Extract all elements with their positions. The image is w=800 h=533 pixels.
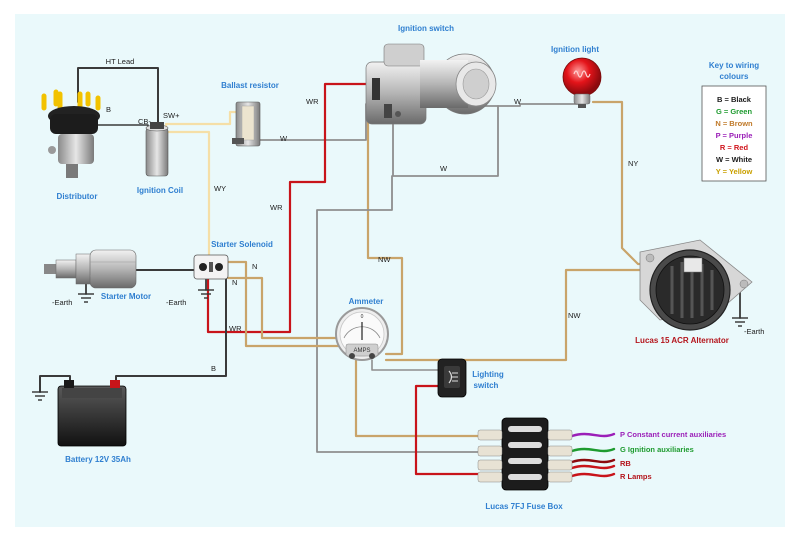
ammeter-zero: 0 [361,314,364,320]
label-starter-solenoid: Starter Solenoid [211,240,273,249]
starter-motor [44,249,137,289]
wire-label-wy: WY [214,184,226,193]
colour-key-box [701,85,767,182]
wire-ny [591,100,692,266]
alternator [639,239,753,331]
wire-label-wr-2: WR [270,203,283,212]
key-entry: R = Red [720,143,749,152]
key-entry: N = Brown [715,119,753,128]
wire-label-n-1: N [252,262,257,271]
wire-lighting-red [414,384,480,476]
wire-label-n-2: N [232,278,237,287]
earth-symbol-solenoid [198,289,214,299]
label-distributor: Distributor [57,192,98,201]
ignition-switch [365,43,497,125]
wire-out-red1 [570,464,616,470]
wire-ammeter-lighting [371,359,439,371]
ammeter [335,307,389,361]
label-ignition-switch: Ignition switch [398,24,454,33]
wire-wr [206,82,372,334]
label-earth-alternator: -Earth [744,327,764,336]
label-alternator: Lucas 15 ACR Alternator [635,336,729,345]
label-starter-motor: Starter Motor [101,292,151,301]
distributor [41,89,101,178]
wire-label-ht-lead: HT Lead [106,57,135,66]
wire-label-ny: NY [628,159,638,168]
wire-label-nw-2: NW [568,311,581,320]
wire-label-w-3: W [440,164,448,173]
earth-symbol-starter [78,293,94,303]
wire-ht-lead [77,67,159,129]
wire-wy [164,130,211,260]
label-earth-solenoid: -Earth [166,298,186,307]
wire-label-b-dist: B [106,105,111,114]
fuse-output-label: P Constant current auxiliaries [620,430,726,439]
component-labels: Ignition switch Ignition light Ballast r… [52,24,764,511]
ballast-resistor [232,101,261,147]
wire-label-sw: SW+ [163,111,180,120]
ignition-coil [145,122,169,177]
colour-key: Key to wiring colours B = Black G = Gree… [709,61,759,176]
wire-label-w-2: W [514,97,522,106]
wire-label-wr-1: WR [306,97,319,106]
wire-label-wr-3: WR [229,324,242,333]
label-ammeter: Ammeter [349,297,384,306]
key-entry: W = White [716,155,752,164]
wire-n-1 [226,260,352,348]
key-entry: B = Black [717,95,752,104]
wire-nw-switch [366,118,404,356]
wire-label-b-battery: B [211,364,216,373]
wires [39,67,741,478]
wire-out-red2 [570,472,616,478]
fuse-box [477,417,573,491]
label-ignition-light: Ignition light [551,45,599,54]
wire-out-rb [570,458,616,464]
wire-label-nw-1: NW [378,255,391,264]
fuse-output-label: RB [620,459,631,468]
fuse-output-label: R Lamps [620,472,652,481]
wire-switch-w [392,105,499,177]
wire-ammeter-fusebox [354,358,480,438]
key-title-2: colours [720,72,749,81]
wire-cb [95,124,149,133]
label-ballast-resistor: Ballast resistor [221,81,279,90]
earth-symbol-battery [32,391,48,401]
key-entry: G = Green [716,107,752,116]
wire-labels: HT Lead B CB- SW+ WR W W W WY WR NY NW N… [106,57,639,373]
wire-nw-alt [384,268,692,362]
label-ignition-coil: Ignition Coil [137,186,183,195]
wire-label-w-1: W [280,134,288,143]
wire-switch-fusebox [316,175,479,453]
ammeter-amps: AMPS [353,348,370,354]
key-title-1: Key to wiring [709,61,759,70]
wire-out-green [570,447,616,453]
battery [57,380,127,447]
label-earth-starter: -Earth [52,298,72,307]
wire-n-2 [226,276,352,340]
label-battery: Battery 12V 35Ah [65,455,131,464]
wire-out-purple [570,432,616,438]
label-lighting-switch-1: Lighting [472,370,504,379]
key-entry: Y = Yellow [716,167,753,176]
earth-symbol-alternator [732,317,748,327]
ignition-light [562,57,602,108]
lighting-switch [437,358,467,398]
key-entry: P = Purple [716,131,753,140]
wire-label-cb: CB- [138,117,151,126]
label-lighting-switch-2: switch [474,381,499,390]
label-fuse-box: Lucas 7FJ Fuse Box [485,502,563,511]
starter-solenoid [193,254,229,280]
fuse-output-label: G Ignition auxiliaries [620,445,694,454]
fuse-output-labels: P Constant current auxiliaries G Ignitio… [620,430,726,481]
wire-ballast-w [257,103,367,141]
